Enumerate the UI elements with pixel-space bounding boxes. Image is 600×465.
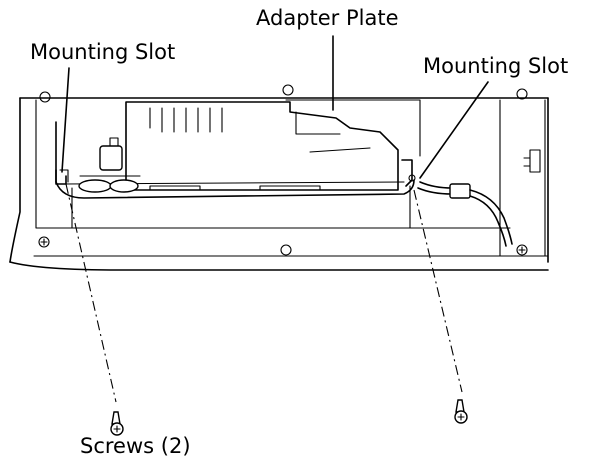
panel-screw-icon	[38, 236, 528, 256]
mounting-slot-right	[401, 159, 416, 187]
screw-paths	[65, 183, 463, 403]
screw-icon	[454, 399, 468, 424]
screws-label: Screws (2)	[80, 434, 191, 458]
mounting-slot-right-label: Mounting Slot	[423, 54, 569, 78]
adapter-plate	[55, 169, 415, 229]
leader-lines	[61, 35, 489, 179]
cabinet-panel	[9, 97, 549, 271]
discharge-tube	[417, 181, 513, 247]
screw-icon	[110, 411, 124, 436]
mounting-slot-left-label: Mounting Slot	[30, 40, 176, 64]
mounting-slot-left	[55, 121, 69, 185]
inlet-fitting	[78, 137, 141, 193]
adapter-plate-label: Adapter Plate	[256, 6, 399, 30]
mounting-hole-icon	[39, 84, 528, 256]
side-fitting	[523, 149, 541, 173]
pump-unit	[125, 99, 421, 191]
